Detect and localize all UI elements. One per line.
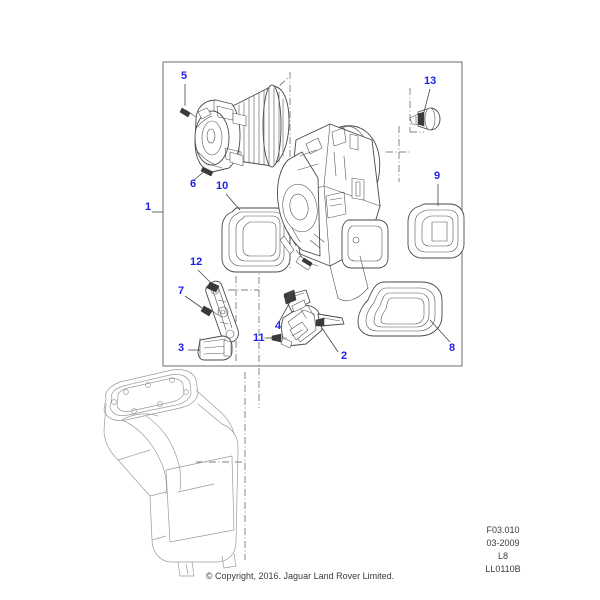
callout-2[interactable]: 2: [341, 350, 348, 362]
clip-bracket: [283, 289, 311, 313]
figure-code: F03.010: [486, 525, 520, 535]
drawing-date: 03-2009: [486, 538, 520, 548]
callout-10[interactable]: 10: [216, 180, 229, 192]
callout-leader-lines: [152, 84, 451, 353]
copyright-notice: © Copyright, 2016. Jaguar Land Rover Lim…: [205, 571, 395, 581]
blower-motor-assembly: [194, 84, 290, 177]
model-code: L8: [497, 551, 508, 561]
callout-7[interactable]: 7: [178, 285, 185, 297]
sensor-plug: [409, 107, 441, 131]
callout-3[interactable]: 3: [178, 342, 185, 354]
drawing-number: LL0110B: [485, 564, 521, 574]
large-duct-seal: [357, 281, 443, 337]
callout-1[interactable]: 1: [145, 201, 152, 213]
actuator-motor: [280, 305, 345, 349]
screw-blower: [179, 107, 197, 118]
callout-11[interactable]: 11: [253, 332, 265, 344]
screw-link: [200, 305, 219, 317]
callout-6[interactable]: 6: [190, 178, 197, 190]
outlet-seal-gasket: [407, 203, 465, 259]
link-arm-lever: [205, 280, 239, 343]
callout-5[interactable]: 5: [181, 70, 188, 82]
hvac-housing: [277, 123, 389, 301]
callout-8[interactable]: 8: [449, 342, 456, 354]
callout-12[interactable]: 12: [190, 256, 203, 268]
callout-9[interactable]: 9: [434, 170, 441, 182]
callout-13[interactable]: 13: [424, 75, 437, 87]
drawing-meta-block: F03.010 03-2009 L8 LL0110B: [438, 524, 568, 576]
callout-4[interactable]: 4: [275, 320, 282, 332]
resistor-module: [197, 335, 233, 361]
lower-duct-housing: [103, 369, 239, 577]
